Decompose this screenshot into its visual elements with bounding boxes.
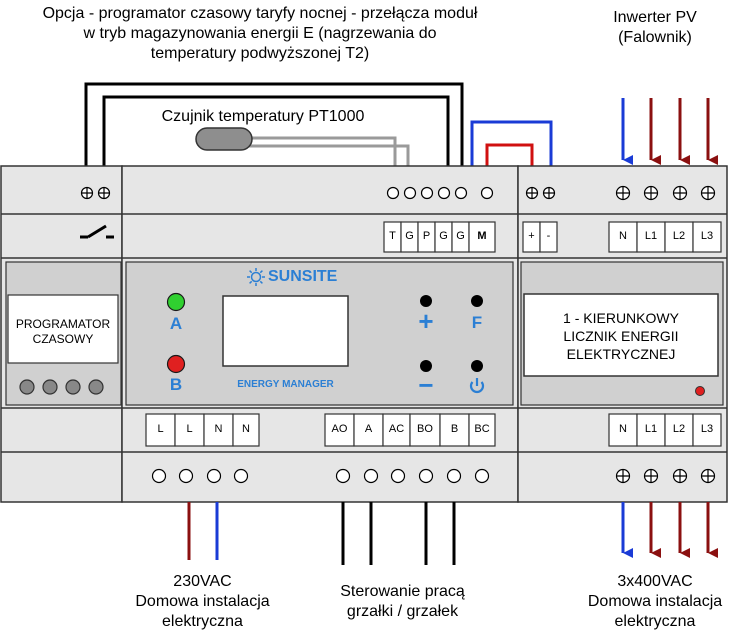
- f-label: F: [471, 313, 483, 332]
- bottom-left-terminal-strip: [145, 413, 260, 447]
- button-plus[interactable]: [420, 295, 432, 307]
- meter-led: [695, 386, 705, 396]
- bottom-terminal-holes: [151, 468, 490, 484]
- supply-400-line-1: 3x400VAC: [617, 573, 693, 590]
- meter-bottom-terminal-label: L2: [672, 423, 686, 435]
- timer-display: [7, 294, 119, 364]
- brand-subtitle: ENERGY MANAGER: [237, 379, 334, 390]
- em-top-terminal-label: M: [477, 230, 487, 242]
- em-bottom-right-terminal-label: AC: [388, 423, 405, 435]
- led-a-label: A: [169, 314, 183, 333]
- power-icon: [469, 378, 485, 394]
- timer-label-line-2: CZASOWY: [32, 332, 94, 346]
- timer-button-3[interactable]: [65, 379, 81, 395]
- temperature-sensor-icon: [195, 127, 253, 151]
- timer-note-line-3: temperatury podwyższonej T2): [150, 45, 370, 62]
- meter-polarity-label: +: [528, 230, 535, 242]
- led-a-green: [166, 292, 186, 312]
- meter-label: 1 - KIERUNKOWY LICZNIK ENERGII ELEKTRYCZ…: [524, 309, 718, 363]
- em-bottom-left-terminal-label: L: [157, 423, 164, 435]
- button-power[interactable]: [471, 360, 483, 372]
- brand-name: SUNSITE: [268, 268, 338, 285]
- timer-button-1[interactable]: [19, 379, 35, 395]
- meter-label-line-1: 1 - KIERUNKOWY: [563, 310, 679, 326]
- em-top-terminal-label: G: [405, 230, 414, 242]
- timer-label: PROGRAMATOR CZASOWY: [8, 317, 118, 347]
- meter-bottom-terminal-label: L3: [700, 423, 714, 435]
- timer-buttons: [19, 379, 104, 395]
- led-b-label: B: [169, 375, 183, 394]
- supply-230-wires: [187, 502, 219, 560]
- minus-label: −: [418, 370, 434, 400]
- supply-230-line-1: 230VAC: [173, 573, 232, 590]
- meter-bottom-terminals: [608, 413, 722, 447]
- sensor-caption: Czujnik temperatury PT1000: [161, 108, 365, 125]
- bottom-right-terminal-strip: [324, 413, 496, 447]
- heater-control-line-1: Sterowanie pracą: [340, 583, 465, 600]
- supply-400-line-3: elektryczna: [614, 613, 696, 630]
- em-bottom-right-terminal-label: B: [450, 423, 459, 435]
- timer-note-caption: Opcja - programator czasowy taryfy nocne…: [0, 4, 520, 64]
- em-top-terminal-label: G: [439, 230, 448, 242]
- energy-manager-display: [222, 295, 349, 367]
- inverter-line-2: (Falownik): [618, 29, 692, 46]
- meter-polarity-screws: [525, 186, 556, 200]
- meter-top-terminal-label: L2: [672, 230, 686, 242]
- inverter-line-1: Inwerter PV: [613, 9, 697, 26]
- em-bottom-right-terminal-label: BO: [417, 423, 433, 435]
- em-bottom-right-terminal-label: BC: [474, 423, 490, 435]
- em-bottom-left-terminal-label: N: [214, 423, 223, 435]
- pv-input-arrows: [621, 98, 718, 165]
- timer-note-line-1: Opcja - programator czasowy taryfy nocne…: [42, 5, 478, 22]
- supply-230-line-3: elektryczna: [162, 613, 243, 630]
- top-terminal-strip: [383, 221, 496, 253]
- energy-manager-module: [121, 165, 519, 503]
- timer-button-4[interactable]: [88, 379, 104, 395]
- led-b-red: [166, 354, 186, 374]
- meter-bottom-terminal-label: N: [619, 423, 627, 435]
- supply-230-line-2: Domowa instalacja: [135, 593, 270, 610]
- em-top-terminal-label: T: [389, 230, 396, 242]
- meter-bottom-terminal-label: L1: [644, 423, 658, 435]
- meter-label-line-3: ELEKTRYCZNEJ: [566, 346, 676, 362]
- button-minus[interactable]: [420, 360, 432, 372]
- timer-button-2[interactable]: [42, 379, 58, 395]
- heater-control-caption: Sterowanie pracą grzałki / grzałek: [315, 582, 490, 622]
- timer-label-line-1: PROGRAMATOR: [15, 317, 111, 331]
- sensor-terminal-holes: [386, 186, 494, 200]
- meter-bottom-screws: [615, 468, 716, 484]
- meter-top-terminal-label: L3: [700, 230, 714, 242]
- meter-top-screws: [615, 185, 716, 201]
- em-bottom-right-terminal-label: AO: [331, 423, 348, 435]
- meter-top-terminal-label: N: [619, 230, 627, 242]
- meter-label-line-2: LICZNIK ENERGII: [563, 328, 679, 344]
- meter-top-terminal-label: L1: [644, 230, 658, 242]
- meter-polarity-terminals: [522, 221, 558, 253]
- heater-control-line-2: grzałki / grzałek: [346, 603, 459, 620]
- em-top-terminal-label: G: [456, 230, 465, 242]
- inverter-caption: Inwerter PV (Falownik): [580, 8, 730, 48]
- em-bottom-left-terminal-label: L: [186, 423, 193, 435]
- supply-230-caption: 230VAC Domowa instalacja elektryczna: [110, 572, 295, 632]
- heater-control-wires: [341, 502, 456, 565]
- timer-screws-top: [80, 186, 111, 200]
- timer-switch-icon: [80, 224, 114, 239]
- supply-400-caption: 3x400VAC Domowa instalacja elektryczna: [570, 572, 740, 632]
- plus-label: +: [418, 306, 434, 336]
- meter-module: [517, 165, 728, 503]
- button-f[interactable]: [471, 295, 483, 307]
- timer-wire-loop: [84, 82, 464, 190]
- timer-note-line-2: w tryb magazynowania energii E (nagrzewa…: [83, 25, 437, 42]
- sunsite-sun-icon: [247, 268, 265, 286]
- meter-top-terminals: [608, 221, 722, 253]
- em-bottom-left-terminal-label: N: [242, 423, 250, 435]
- supply-400-line-2: Domowa instalacja: [587, 593, 723, 610]
- grid-output-arrows: [621, 502, 718, 558]
- meter-polarity-label: -: [546, 230, 551, 242]
- em-top-terminal-label: P: [422, 230, 431, 242]
- meter-display: [523, 293, 719, 377]
- em-bottom-right-terminal-label: A: [364, 423, 373, 435]
